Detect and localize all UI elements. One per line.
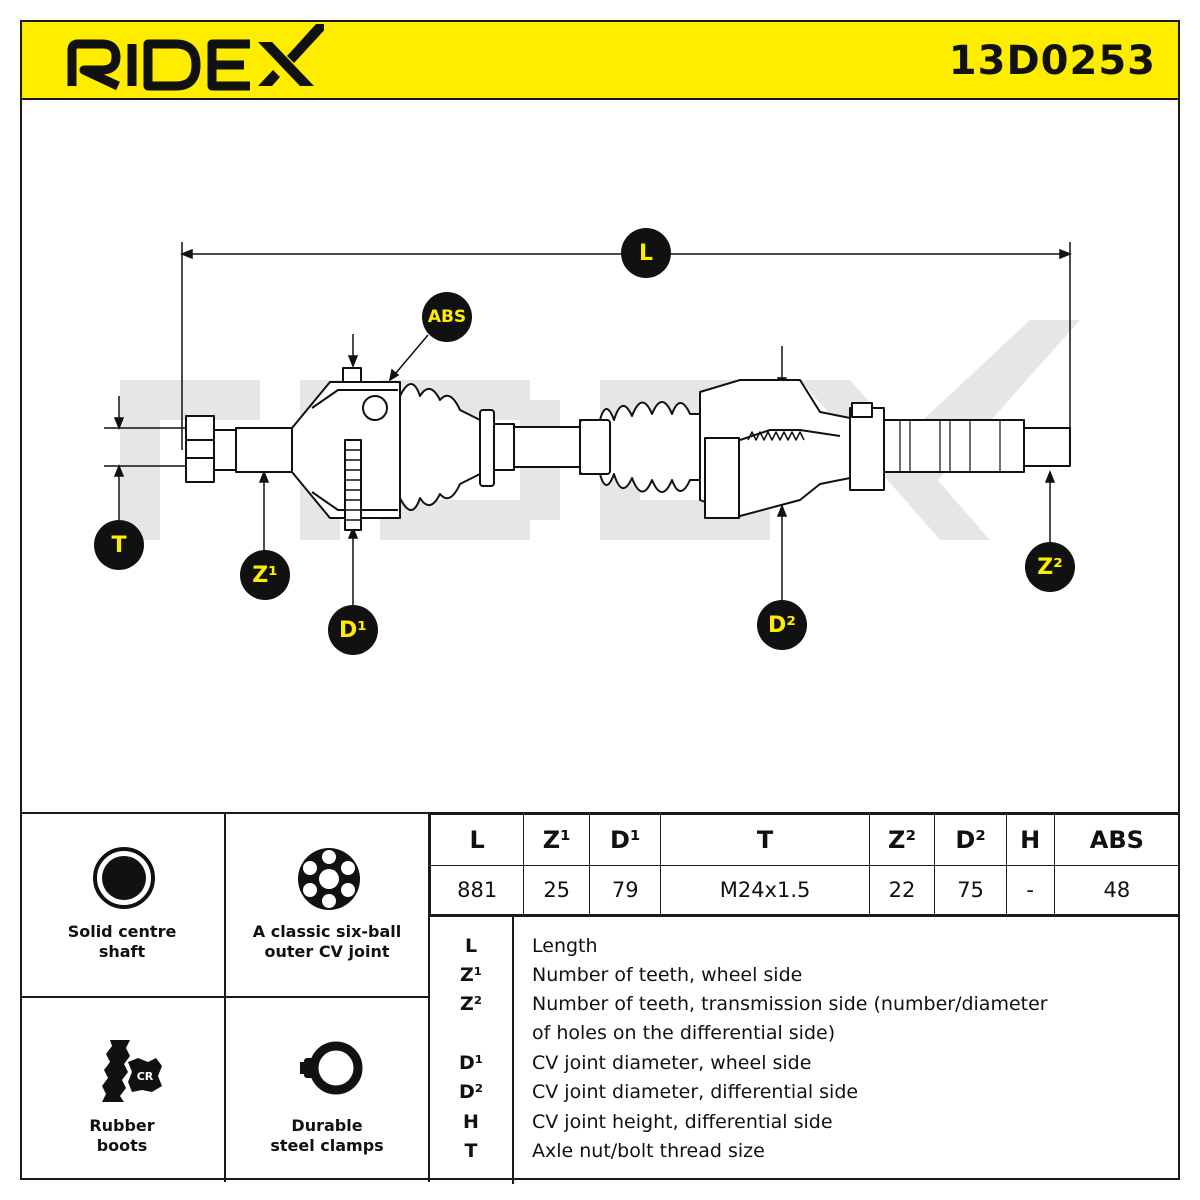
spec-header: D¹ xyxy=(589,814,662,866)
spec-value: 25 xyxy=(523,865,591,915)
spec-value: 22 xyxy=(868,865,936,915)
spec-header: Z¹ xyxy=(523,814,591,866)
spec-value: 881 xyxy=(429,865,525,915)
spec-value: - xyxy=(1005,865,1055,915)
axle-nut xyxy=(185,415,215,483)
spec-header: ABS xyxy=(1053,814,1181,866)
spec-header: D² xyxy=(934,814,1007,866)
legend-key: L xyxy=(464,935,478,957)
badge-thread: T xyxy=(94,520,144,570)
spec-table: L Z¹ D¹ T Z² D² H ABS 881 25 79 M24x1.5 … xyxy=(429,814,1181,915)
legend-desc: Number of teeth, transmission side (numb… xyxy=(532,993,1048,1015)
stub-end xyxy=(1023,427,1071,467)
legend-desc: Number of teeth, wheel side xyxy=(532,964,803,986)
brand-logo xyxy=(67,24,324,91)
legend-desc: CV joint height, differential side xyxy=(532,1111,833,1133)
svg-text:CR: CR xyxy=(137,1070,154,1083)
inner-flange xyxy=(849,407,885,491)
legend-key: Z¹ xyxy=(459,964,483,986)
legend-desc: of holes on the differential side) xyxy=(532,1022,836,1044)
thread-dimension xyxy=(104,396,190,520)
wheel-side-spline xyxy=(235,427,293,473)
spec-value: M24x1.5 xyxy=(660,865,870,915)
six-ball-joint-icon xyxy=(298,848,360,910)
legend-key: D² xyxy=(458,1081,484,1103)
spec-header: T xyxy=(660,814,870,866)
spec-value: 75 xyxy=(934,865,1007,915)
drive-shaft-diagram xyxy=(104,242,1080,606)
header-bar: 13D0253 xyxy=(20,20,1180,100)
inner-clamp xyxy=(579,419,611,475)
rubber-boot-icon: CR xyxy=(102,1040,162,1102)
legend-desc: Length xyxy=(532,935,598,957)
legend-desc: CV joint diameter, differential side xyxy=(532,1081,859,1103)
badge-length: L xyxy=(621,228,671,278)
abs-ring xyxy=(344,439,362,531)
legend-desc: CV joint diameter, wheel side xyxy=(532,1052,812,1074)
legend-key: H xyxy=(463,1111,479,1133)
legend: L Length Z¹ Number of teeth, wheel side … xyxy=(430,915,1180,1184)
spec-header: Z² xyxy=(868,814,936,866)
spec-header: H xyxy=(1005,814,1055,866)
spec-value-row: 881 25 79 M24x1.5 22 75 - 48 xyxy=(429,865,1181,915)
solid-shaft-icon xyxy=(93,847,155,909)
drive-shaft xyxy=(185,367,1071,531)
badge-z2: Z² xyxy=(1025,542,1075,592)
badge-z1: Z¹ xyxy=(240,550,290,600)
transmission-side-spline xyxy=(883,419,1025,473)
badge-d1: D¹ xyxy=(328,605,378,655)
legend-key: D¹ xyxy=(458,1052,484,1074)
legend-key: Z² xyxy=(459,993,483,1015)
part-number: 13D0253 xyxy=(948,38,1156,84)
spec-value: 79 xyxy=(589,865,662,915)
badge-abs: ABS xyxy=(422,292,472,342)
leader-lines xyxy=(258,334,1056,606)
legend-key: T xyxy=(464,1140,478,1162)
spec-value: 48 xyxy=(1053,865,1181,915)
spec-header-row: L Z¹ D¹ T Z² D² H ABS xyxy=(429,814,1181,866)
spec-header: L xyxy=(429,814,525,866)
steel-clamp-icon xyxy=(300,1041,363,1095)
badge-d2: D² xyxy=(757,600,807,650)
legend-desc: Axle nut/bolt thread size xyxy=(532,1140,765,1162)
legend-key-column xyxy=(430,917,514,1184)
outer-clamp xyxy=(479,409,495,487)
